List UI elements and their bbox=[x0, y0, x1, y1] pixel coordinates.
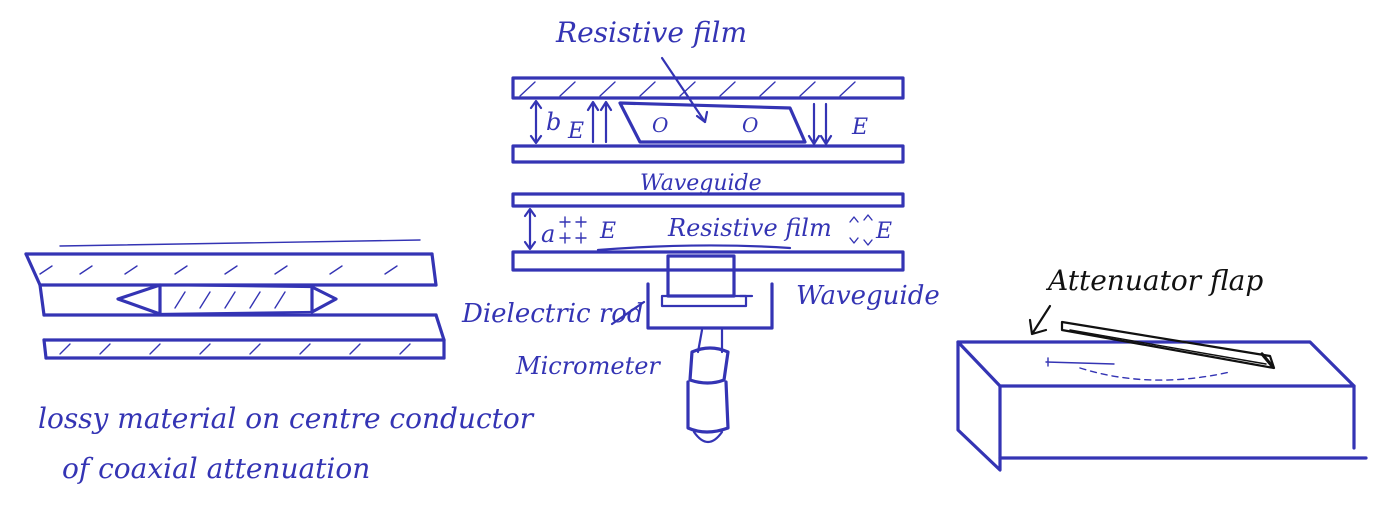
lossy-hatch bbox=[174, 291, 286, 309]
coax-left-end bbox=[24, 252, 42, 287]
a-label: a bbox=[541, 220, 555, 248]
dielectric-rod-housing bbox=[666, 254, 736, 298]
circle-right: O bbox=[742, 113, 758, 137]
micrometer-label: Micrometer bbox=[515, 352, 661, 380]
coax-caption-line2: of coaxial attenuation bbox=[62, 452, 370, 485]
waveguide-top-wall bbox=[511, 76, 905, 100]
lossy-taper-right bbox=[310, 285, 338, 314]
micrometer-thimble bbox=[688, 346, 730, 385]
a-dimension-arrows bbox=[523, 207, 537, 251]
lossy-bottom-edge bbox=[158, 310, 314, 316]
movable-film-waveguide: a E Resistive film E Dielectric rod Wave… bbox=[461, 192, 940, 444]
lossy-top-edge bbox=[158, 283, 314, 289]
film-leader-line bbox=[660, 56, 707, 124]
attenuator-flap-label: Attenuator flap bbox=[1045, 264, 1263, 297]
e-field-up-arrow-1 bbox=[586, 100, 600, 144]
flap-attenuator: Attenuator flap bbox=[956, 264, 1368, 472]
resistive-film-top-label: Resistive film bbox=[555, 16, 747, 49]
circle-left: O bbox=[652, 113, 668, 137]
coax-centre-left bbox=[38, 283, 46, 317]
b-label: b bbox=[546, 108, 561, 136]
flap-leader-arrow bbox=[1028, 304, 1052, 336]
resistive-film-bottom-label: Resistive film bbox=[667, 214, 832, 242]
e-left-bottom-label: E bbox=[599, 219, 616, 244]
top-wall-hatch bbox=[519, 81, 856, 97]
e-right-top-label: E bbox=[851, 115, 868, 140]
coax-hatch-bottom bbox=[59, 343, 411, 355]
flap-swing-path bbox=[1079, 367, 1231, 381]
waveguide-mid-label: Waveguide bbox=[640, 171, 762, 196]
flap-blade-inner bbox=[1069, 329, 1267, 365]
resistive-film-waveguide: Resistive film O O b E E Waveguide bbox=[511, 16, 905, 196]
flap-slot bbox=[1045, 357, 1115, 367]
micrometer-housing bbox=[646, 282, 774, 330]
micrometer-tip bbox=[692, 430, 724, 444]
coax-bottom-left bbox=[42, 338, 48, 360]
flap-blade-tip bbox=[1260, 352, 1274, 368]
coax-hatch-top bbox=[39, 265, 398, 275]
charge-marks-right bbox=[849, 214, 873, 246]
lossy-taper-left bbox=[116, 283, 162, 316]
dielectric-rod-label: Dielectric rod bbox=[461, 299, 644, 329]
b-dimension-arrows bbox=[529, 99, 543, 145]
waveguide-mid-wall-1 bbox=[511, 144, 905, 164]
rod-leader-line bbox=[610, 300, 646, 326]
e-right-bottom-label: E bbox=[875, 219, 892, 244]
charge-marks-left bbox=[559, 216, 587, 244]
box-left-face bbox=[956, 340, 1002, 472]
coax-hatch-top-edge bbox=[59, 239, 421, 247]
waveguide-bottom-wall bbox=[511, 250, 905, 272]
waveguide-mid-wall-2 bbox=[511, 192, 905, 208]
resistive-film-bottom bbox=[596, 244, 792, 252]
e-field-up-arrow-2 bbox=[599, 100, 613, 144]
e-left-top-label: E bbox=[567, 119, 584, 144]
micrometer-barrel bbox=[686, 380, 730, 434]
coax-right-end-bottom bbox=[434, 313, 446, 342]
e-field-down-arrow-1 bbox=[807, 102, 821, 146]
e-field-down-arrow-2 bbox=[819, 102, 833, 146]
coax-right-end-top bbox=[430, 252, 438, 287]
resistive-film-top bbox=[618, 101, 807, 144]
flap-blade bbox=[1060, 320, 1276, 370]
coaxial-attenuator: lossy material on centre conductor of co… bbox=[24, 239, 535, 485]
film-leader-arrowhead bbox=[695, 110, 709, 124]
coax-caption-line1: lossy material on centre conductor bbox=[38, 402, 535, 435]
dielectric-rod bbox=[660, 294, 748, 308]
waveguide-bottom-label: Waveguide bbox=[796, 281, 940, 311]
